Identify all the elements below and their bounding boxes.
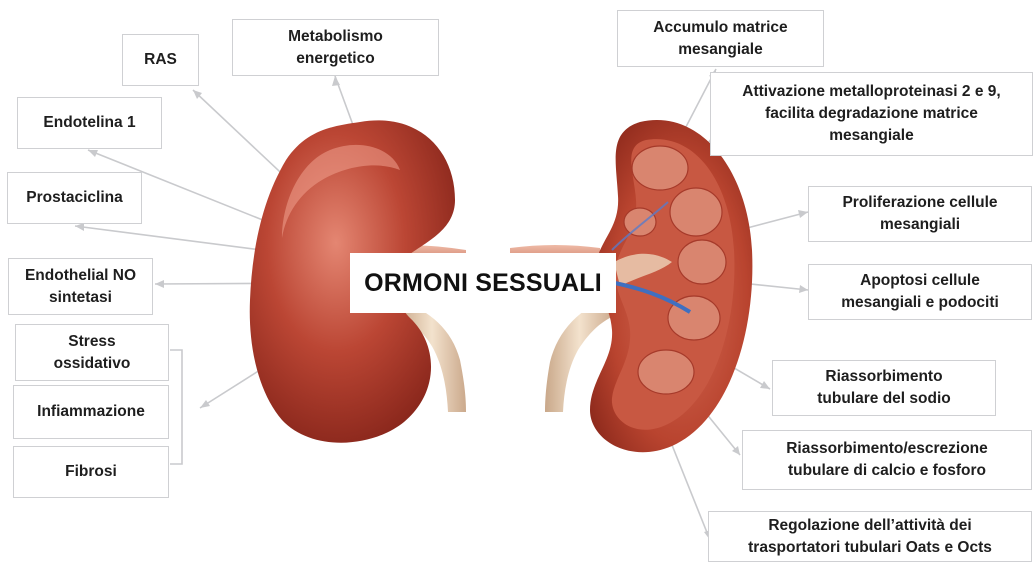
box-stress: Stress ossidativo bbox=[15, 324, 169, 381]
regolazione-label: Regolazione dell’attività dei trasportat… bbox=[748, 515, 992, 559]
stress-label: Stress ossidativo bbox=[54, 331, 131, 375]
ras-label: RAS bbox=[144, 49, 177, 71]
box-fibrosi: Fibrosi bbox=[13, 446, 169, 498]
pyramid bbox=[624, 208, 656, 236]
box-proliferazione: Proliferazione cellule mesangiali bbox=[808, 186, 1032, 242]
arrowhead-riassorbimento-sodio bbox=[760, 381, 770, 389]
arrowhead-endotelina bbox=[88, 150, 98, 157]
box-endothelial-no: Endothelial NO sintetasi bbox=[8, 258, 153, 315]
box-apoptosi: Apoptosi cellule mesangiali e podociti bbox=[808, 264, 1032, 320]
box-ras: RAS bbox=[122, 34, 199, 86]
arrowhead-prostaciclina bbox=[75, 223, 84, 231]
proliferazione-label: Proliferazione cellule mesangiali bbox=[842, 192, 997, 236]
box-riassorbimento-sodio: Riassorbimento tubulare del sodio bbox=[772, 360, 996, 416]
box-metabolismo: Metabolismo energetico bbox=[232, 19, 439, 76]
arrowhead-endothelial-no bbox=[155, 280, 164, 288]
box-prostaciclina: Prostaciclina bbox=[7, 172, 142, 224]
box-infiammazione: Infiammazione bbox=[13, 385, 169, 439]
box-riassorbimento-calcio: Riassorbimento/escrezione tubulare di ca… bbox=[742, 430, 1032, 490]
prostaciclina-label: Prostaciclina bbox=[26, 187, 123, 209]
endotelina-label: Endotelina 1 bbox=[43, 112, 135, 134]
arrowhead-stress-group bbox=[200, 400, 210, 408]
center-title: ORMONI SESSUALI bbox=[350, 253, 616, 313]
pyramid bbox=[670, 188, 722, 236]
pyramid bbox=[632, 146, 688, 190]
apoptosi-label: Apoptosi cellule mesangiali e podociti bbox=[841, 270, 999, 314]
box-endotelina: Endotelina 1 bbox=[17, 97, 162, 149]
pyramid bbox=[638, 350, 694, 394]
box-regolazione: Regolazione dell’attività dei trasportat… bbox=[708, 511, 1032, 562]
endothelial-no-label: Endothelial NO sintetasi bbox=[25, 265, 136, 309]
fibrosi-label: Fibrosi bbox=[65, 461, 117, 483]
pyramid bbox=[678, 240, 726, 284]
box-attivazione: Attivazione metalloproteinasi 2 e 9, fac… bbox=[710, 72, 1033, 156]
metabolismo-label: Metabolismo energetico bbox=[288, 26, 383, 70]
box-accumulo: Accumulo matrice mesangiale bbox=[617, 10, 824, 67]
infiammazione-label: Infiammazione bbox=[37, 401, 145, 423]
bracket-left-group bbox=[170, 350, 182, 464]
arrowhead-proliferazione bbox=[798, 210, 808, 218]
arrowhead-apoptosi bbox=[799, 285, 808, 293]
accumulo-label: Accumulo matrice mesangiale bbox=[653, 17, 787, 61]
riassorbimento-calcio-label: Riassorbimento/escrezione tubulare di ca… bbox=[786, 438, 988, 482]
attivazione-label: Attivazione metalloproteinasi 2 e 9, fac… bbox=[742, 81, 1000, 147]
riassorbimento-sodio-label: Riassorbimento tubulare del sodio bbox=[817, 366, 950, 410]
